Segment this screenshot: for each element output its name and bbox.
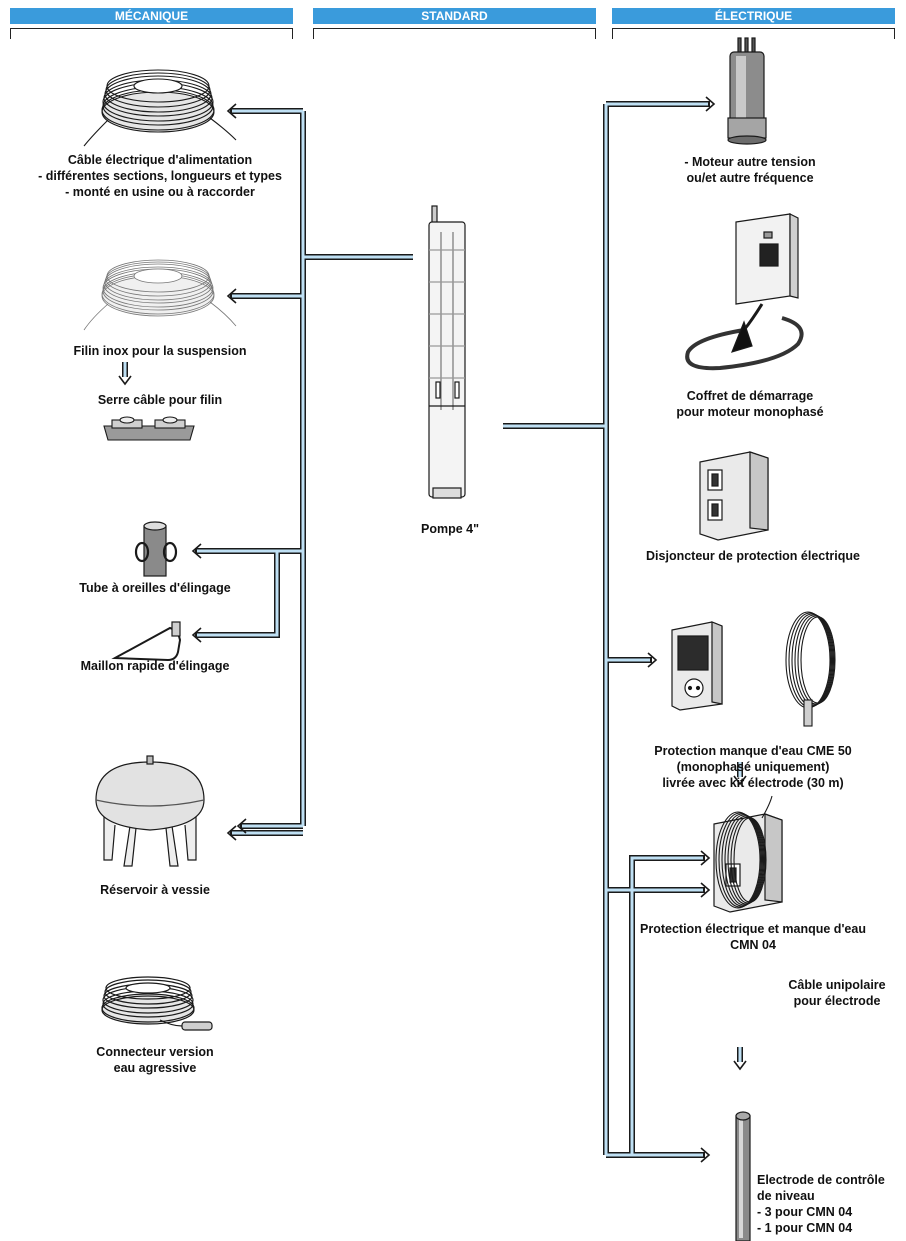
bracket-mecanique: [10, 28, 293, 39]
tube-oreilles-icon: [134, 521, 178, 577]
arrowheads-right: [647, 96, 716, 1163]
label-line: (monophasé uniquement): [676, 760, 830, 774]
label-line: Câble électrique d'alimentation: [67, 153, 253, 167]
label-serre-cable: Serre câble pour filin: [20, 392, 300, 408]
label-cme-50: Protection manque d'eau CME 50 (monophas…: [608, 743, 898, 791]
pump-4-icon: [428, 205, 466, 499]
label-line: ou/et autre fréquence: [686, 171, 814, 185]
label-electrode: Electrode de contrôle de niveau - 3 pour…: [757, 1172, 903, 1236]
label-cmn-04: Protection électrique et manque d'eau CM…: [608, 921, 898, 953]
header-mecanique: MÉCANIQUE: [10, 8, 293, 24]
label-maillon: Maillon rapide d'élingage: [20, 658, 290, 674]
label-line: - 3 pour CMN 04: [757, 1205, 853, 1219]
label-pompe: Pompe 4": [380, 521, 520, 537]
down-arrow-filin: [118, 362, 132, 386]
bracket-standard: [313, 28, 596, 39]
label-line: pour moteur monophasé: [676, 405, 824, 419]
label-line: livrée avec kit électrode (30 m): [662, 776, 844, 790]
bracket-electrique: [612, 28, 895, 39]
label-line: Serre câble pour filin: [97, 393, 223, 407]
label-disjoncteur: Disjoncteur de protection électrique: [608, 548, 898, 564]
label-line: - 1 pour CMN 04: [757, 1221, 853, 1235]
connectors-right: [503, 101, 710, 1158]
label-line: Pompe 4": [420, 522, 480, 536]
label-line: Electrode de contrôle: [757, 1173, 885, 1187]
label-line: Câble unipolaire: [788, 978, 886, 992]
label-coffret: Coffret de démarrage pour moteur monopha…: [620, 388, 880, 420]
maillon-icon: [111, 621, 182, 662]
cable-coil-icon: [83, 69, 237, 147]
label-line: de niveau: [757, 1189, 815, 1203]
label-cable-alimentation: Câble électrique d'alimentation - différ…: [20, 152, 300, 200]
cme-50-icon: [671, 621, 723, 711]
filin-coil-icon: [83, 259, 237, 331]
label-tube-oreilles: Tube à oreilles d'élingage: [20, 580, 290, 596]
electrode-icon: [735, 1111, 751, 1241]
label-connecteur: Connecteur version eau agressive: [20, 1044, 290, 1076]
label-line: Réservoir à vessie: [100, 883, 210, 897]
label-line: Disjoncteur de protection électrique: [646, 549, 860, 563]
down-arrow-cmn: [733, 762, 747, 786]
label-filin-inox: Filin inox pour la suspension: [20, 343, 300, 359]
down-arrow-cable: [733, 1047, 747, 1071]
label-line: - Moteur autre tension: [684, 155, 816, 169]
label-line: pour électrode: [793, 994, 881, 1008]
label-line: CMN 04: [730, 938, 776, 952]
connectors-left: [195, 108, 413, 836]
label-line: Maillon rapide d'élingage: [80, 659, 230, 673]
label-line: Tube à oreilles d'élingage: [79, 581, 231, 595]
label-line: Protection électrique et manque d'eau: [640, 922, 866, 936]
electrode-kit-coil-icon: [785, 611, 836, 727]
connecteur-coil-icon: [101, 976, 213, 1031]
label-line: Coffret de démarrage: [686, 389, 814, 403]
label-moteur: - Moteur autre tension ou/et autre fréqu…: [620, 154, 880, 186]
serre-cable-icon: [103, 416, 195, 441]
moteur-icon: [727, 37, 767, 145]
label-reservoir: Réservoir à vessie: [20, 882, 290, 898]
header-standard: STANDARD: [313, 8, 596, 24]
label-cable-unipolaire: Câble unipolaire pour électrode: [778, 977, 896, 1009]
label-line: - monté en usine ou à raccorder: [65, 185, 255, 199]
label-line: Connecteur version: [96, 1045, 214, 1059]
label-line: - différentes sections, longueurs et typ…: [38, 169, 282, 183]
header-electrique: ÉLECTRIQUE: [612, 8, 895, 24]
label-line: Protection manque d'eau CME 50: [654, 744, 852, 758]
arrowheads-left: [191, 103, 247, 841]
cable-unipolaire-icon: [715, 795, 773, 909]
label-line: Filin inox pour la suspension: [73, 344, 247, 358]
coffret-demarrage-icon: [685, 213, 804, 371]
reservoir-icon: [95, 755, 205, 867]
label-line: eau agressive: [113, 1061, 197, 1075]
disjoncteur-icon: [699, 451, 769, 541]
